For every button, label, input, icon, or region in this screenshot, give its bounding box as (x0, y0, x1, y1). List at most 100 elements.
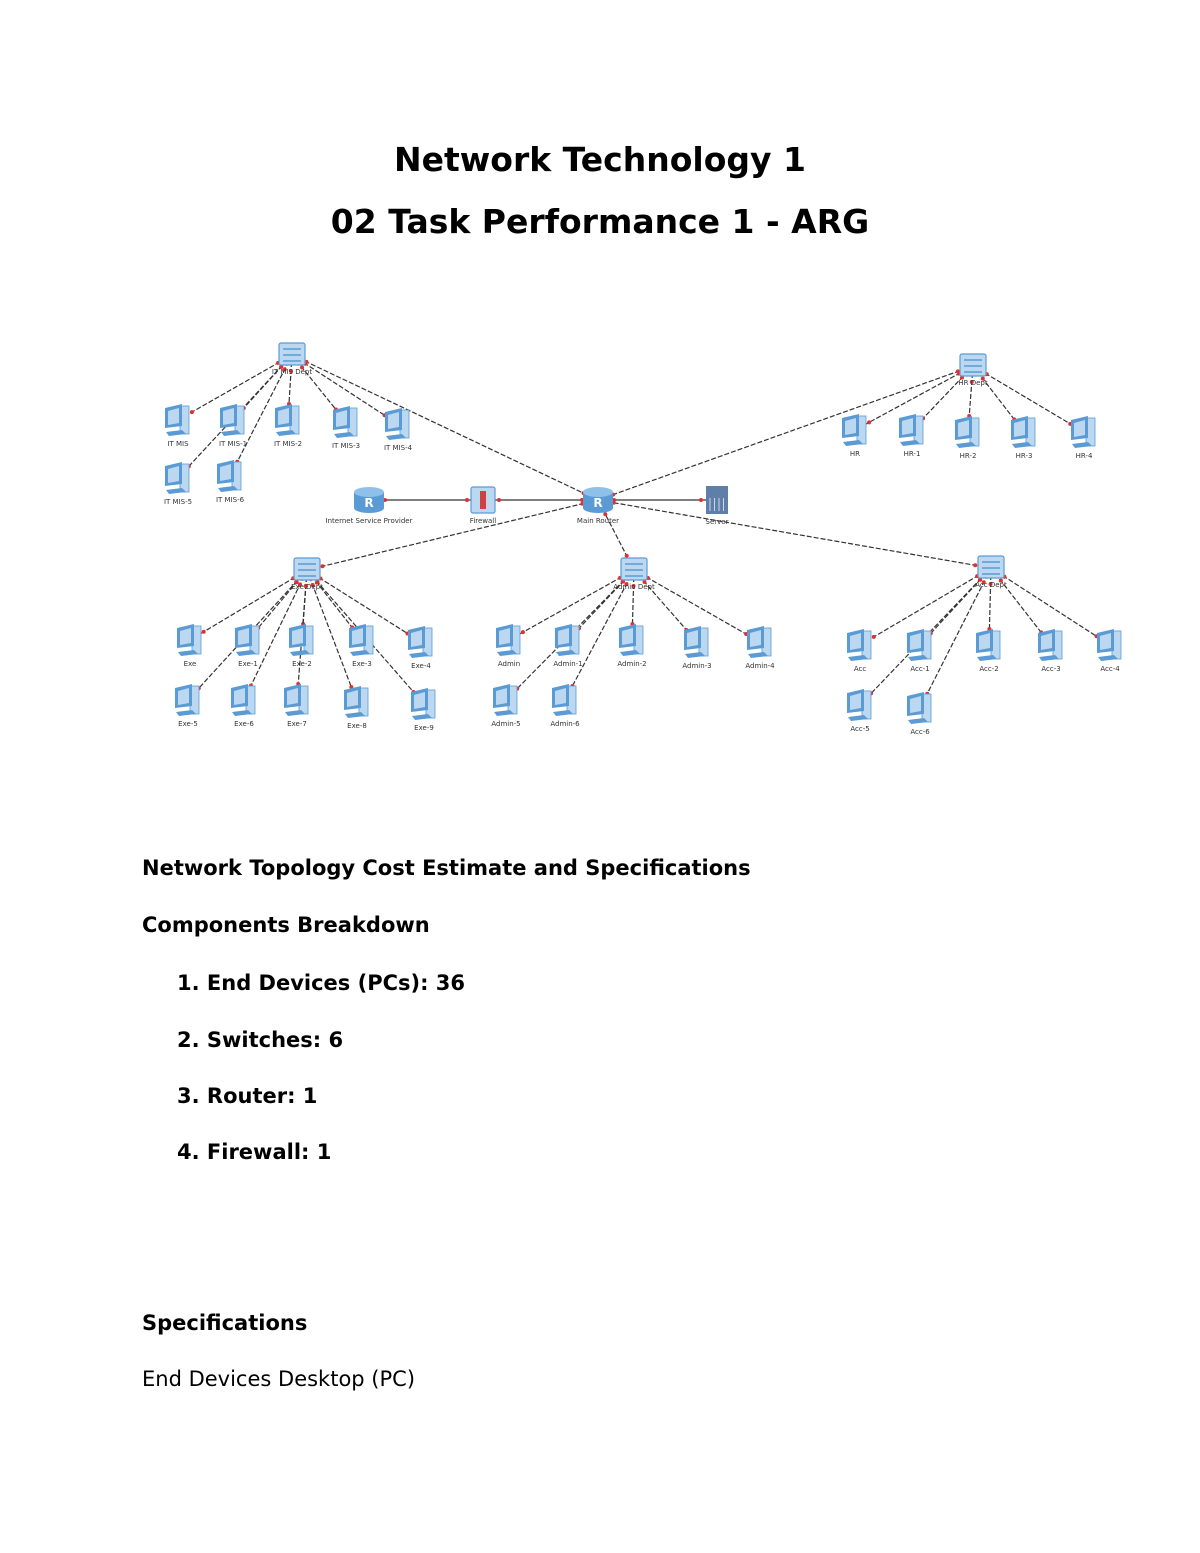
device-label: HR (850, 450, 860, 458)
pc-icon[interactable] (165, 404, 190, 436)
device-label: Acc Dept (975, 581, 1007, 589)
device-label: IT MIS Dept (272, 368, 312, 376)
port-indicator (465, 498, 469, 502)
pc-icon[interactable] (275, 404, 300, 436)
port-indicator (298, 582, 303, 587)
network-link (306, 569, 358, 703)
port-indicator (988, 581, 993, 586)
device-label: HR-2 (960, 452, 977, 460)
switch-icon[interactable] (977, 555, 1005, 579)
firewall-icon[interactable] (470, 486, 496, 514)
switch-icon[interactable] (293, 557, 321, 581)
pc-icon[interactable] (217, 460, 242, 492)
device-label: Exe-4 (411, 662, 431, 670)
device-label: HR-4 (1076, 452, 1093, 460)
pc-icon[interactable] (333, 406, 358, 438)
pc-icon[interactable] (976, 629, 1001, 661)
network-link (597, 499, 992, 569)
pc-icon[interactable] (552, 684, 577, 716)
network-link (306, 499, 599, 571)
switch-icon[interactable] (278, 342, 306, 366)
component-item: 1. End Devices (PCs): 36 (177, 971, 466, 995)
pc-icon[interactable] (496, 624, 521, 656)
port-indicator (624, 553, 629, 558)
device-label: Server (706, 518, 729, 526)
specifications-subheading: End Devices Desktop (PC) (142, 1367, 416, 1391)
router-glyph: R (364, 496, 373, 510)
device-label: Exe-2 (292, 660, 312, 668)
pc-icon[interactable] (847, 689, 872, 721)
port-indicator (871, 634, 876, 639)
device-label: Acc (854, 665, 867, 673)
pc-icon[interactable] (175, 684, 200, 716)
device-label: Acc-4 (1100, 665, 1120, 673)
port-indicator (279, 364, 284, 369)
pc-icon[interactable] (847, 629, 872, 661)
pc-icon[interactable] (684, 626, 709, 658)
device-label: Exe-5 (178, 720, 198, 728)
pc-icon[interactable] (842, 414, 867, 446)
device-label: Exe-7 (287, 720, 307, 728)
pc-icon[interactable] (955, 416, 980, 448)
pc-icon[interactable] (284, 684, 309, 716)
document-subtitle: 02 Task Performance 1 - ARG (330, 202, 870, 241)
network-link (483, 498, 598, 502)
port-indicator (603, 512, 608, 517)
device-label: IT MIS-2 (274, 440, 302, 448)
pc-icon[interactable] (1097, 629, 1122, 661)
pc-icon[interactable] (408, 626, 433, 658)
server-icon[interactable] (706, 486, 728, 514)
port-indicator (642, 580, 647, 585)
pc-icon[interactable] (899, 414, 924, 446)
network-link (598, 498, 717, 502)
device-label: Admin-3 (682, 662, 711, 670)
pc-icon[interactable] (907, 629, 932, 661)
port-indicator (699, 498, 703, 502)
router-icon[interactable]: R (583, 487, 613, 513)
port-indicator (310, 582, 315, 587)
device-label: IT MIS (167, 440, 189, 448)
device-label: Admin Dept (613, 583, 655, 591)
device-label: Internet Service Provider (326, 517, 413, 525)
pc-icon[interactable] (493, 684, 518, 716)
router-icon[interactable]: R (354, 487, 384, 513)
pc-icon[interactable] (231, 684, 256, 716)
component-item: 3. Router: 1 (177, 1084, 318, 1108)
switch-icon[interactable] (959, 353, 987, 377)
device-label: Admin-6 (550, 720, 580, 728)
switch-icon[interactable] (620, 557, 648, 581)
pc-icon[interactable] (177, 624, 202, 656)
pc-icon[interactable] (289, 624, 314, 656)
pc-icon[interactable] (1038, 629, 1063, 661)
pc-icon[interactable] (349, 624, 374, 656)
port-indicator (289, 368, 294, 373)
pc-icon[interactable] (1071, 416, 1096, 448)
pc-icon[interactable] (411, 688, 436, 720)
pc-icon[interactable] (555, 624, 580, 656)
device-label: IT MIS-6 (216, 496, 245, 504)
port-indicator (981, 580, 986, 585)
pc-icon[interactable] (619, 624, 644, 656)
pc-icon[interactable] (165, 462, 190, 494)
pc-icon[interactable] (220, 404, 245, 436)
port-indicator (303, 583, 308, 588)
device-label: Admin (498, 660, 520, 668)
pc-icon[interactable] (1011, 416, 1036, 448)
device-label: IT MIS-1 (219, 440, 247, 448)
device-label: Acc-2 (979, 665, 998, 673)
device-label: Exe-6 (234, 720, 254, 728)
port-indicator (980, 376, 985, 381)
pc-icon[interactable] (385, 408, 410, 440)
device-label: IT MIS-3 (332, 442, 360, 450)
device-label: Admin-4 (745, 662, 775, 670)
pc-icon[interactable] (907, 692, 932, 724)
pc-icon[interactable] (344, 686, 369, 718)
port-indicator (189, 410, 194, 415)
device-label: HR Dept (958, 379, 987, 387)
pc-icon[interactable] (747, 626, 772, 658)
specifications-heading: Specifications (142, 1311, 308, 1335)
port-indicator (349, 685, 354, 690)
port-indicator (631, 583, 636, 588)
pc-icon[interactable] (235, 624, 260, 656)
